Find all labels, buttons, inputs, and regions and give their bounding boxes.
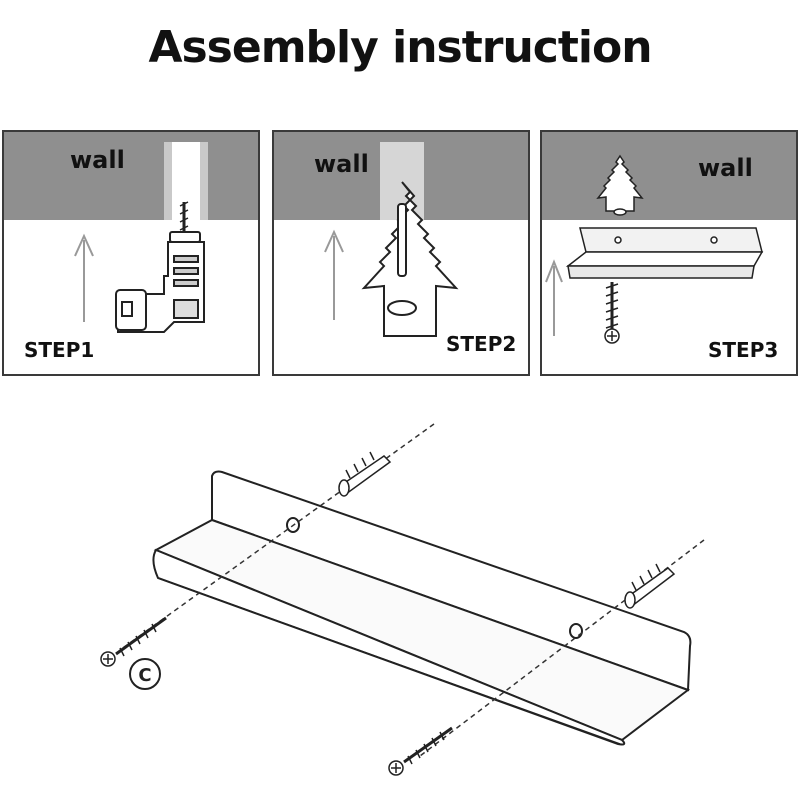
- drill-icon: [115, 231, 205, 333]
- step-label: STEP3: [708, 338, 779, 362]
- screw-icon: [604, 282, 620, 344]
- wall-anchor-icon: [624, 563, 676, 609]
- callout-letter: C: [138, 665, 151, 686]
- wall-label: wall: [314, 150, 369, 178]
- up-arrow-icon: [324, 229, 344, 320]
- step2-panel: wall STEP2: [272, 130, 530, 376]
- screw-icon: [100, 616, 167, 667]
- drill-bit-icon: [179, 201, 189, 234]
- wall-anchor-icon: [361, 181, 459, 337]
- wall-anchor-icon: [338, 451, 392, 497]
- wall-label: wall: [698, 154, 753, 182]
- step1-panel: wall STEP1: [2, 130, 260, 376]
- wall-anchor-icon: [596, 154, 644, 216]
- shelf-exploded-diagram: C: [100, 423, 705, 776]
- up-arrow-icon: [545, 259, 563, 336]
- wall-label: wall: [70, 146, 125, 174]
- step1-illustration: [74, 142, 208, 333]
- screw-icon: [388, 726, 453, 776]
- callout-badge: C: [129, 658, 161, 690]
- page-title: Assembly instruction: [148, 22, 652, 73]
- step-label: STEP1: [24, 338, 95, 362]
- shelf-icon: [565, 227, 764, 279]
- wall-band: [4, 132, 258, 220]
- step3-illustration: [545, 154, 764, 344]
- step2-illustration: [324, 142, 459, 337]
- up-arrow-icon: [74, 233, 94, 322]
- step-label: STEP2: [446, 332, 517, 356]
- wall-band: [542, 132, 796, 220]
- shelf-icon: [152, 470, 692, 746]
- step3-panel: wall STEP3: [540, 130, 798, 376]
